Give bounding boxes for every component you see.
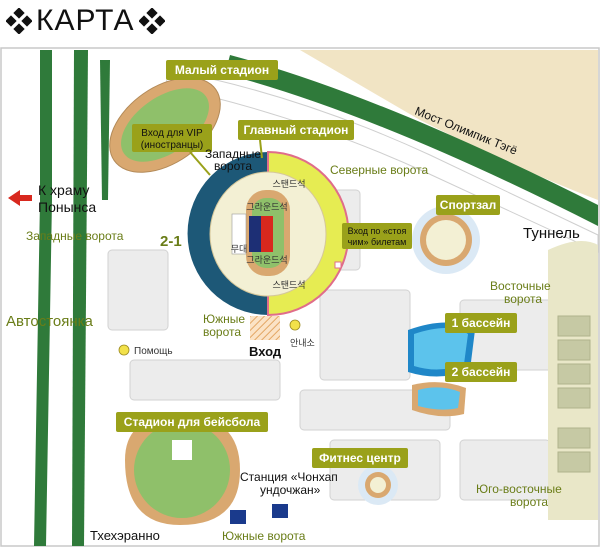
main-stadium[interactable] <box>187 150 350 317</box>
main-stadium-label: Главный стадион <box>244 123 349 137</box>
tunnel-label: Туннель <box>523 225 580 242</box>
main-stadium-pointer <box>259 139 263 159</box>
ground-top-label: 그라운드석 <box>246 202 287 212</box>
pool2-label: 2 бассейн <box>452 365 511 379</box>
fitness-center[interactable] <box>358 465 398 505</box>
pool2-callout <box>445 362 517 382</box>
road-left-3 <box>100 60 110 200</box>
south-gate-stadium-line1: Южные <box>203 312 245 326</box>
standing-entrance-marker <box>334 261 342 269</box>
standing-callout <box>342 223 412 249</box>
building <box>129 359 281 401</box>
pool-2[interactable] <box>412 382 466 417</box>
stand-top-label: 스탠드석 <box>272 179 305 189</box>
building <box>319 289 411 381</box>
baseball-label: Стадион для бейсбола <box>124 415 261 429</box>
pool1-label: 1 бассейн <box>452 316 511 330</box>
south-gate-stadium-line2: ворота <box>203 325 241 339</box>
fitness-label: Фитнес центр <box>319 451 401 465</box>
building <box>459 299 561 371</box>
map-header: КАРТА <box>0 0 600 44</box>
vip-pointer <box>189 151 211 176</box>
west-gate-stadium-line2: ворота <box>214 159 252 173</box>
station-exit-icon <box>230 510 246 524</box>
info-dot-icon[interactable] <box>289 319 301 331</box>
east-blocks <box>557 315 591 473</box>
station-line2: ундочжан» <box>260 483 321 497</box>
west-gate-stadium-line1: Западные <box>205 147 261 161</box>
small-stadium-callout <box>166 60 278 80</box>
gym-callout <box>436 195 500 215</box>
parking-label: Автостоянка <box>6 313 94 330</box>
diamond-icon <box>6 8 32 34</box>
building <box>107 249 169 331</box>
south-gate-bottom-label: Южные ворота <box>222 529 306 543</box>
stage-label: 무대 <box>231 244 248 254</box>
to-temple-line2: Понынса <box>38 199 96 215</box>
baseball-stadium[interactable] <box>125 415 240 525</box>
vip-label-line2: (иностранцы) <box>141 140 203 151</box>
tehyeranno-label: Тхехэранно <box>90 528 160 543</box>
southeast-gate-line2: ворота <box>510 495 548 509</box>
east-gate-line2: ворота <box>504 292 542 306</box>
bridge-road-green <box>225 55 598 226</box>
main-stadium-callout <box>238 120 354 140</box>
southeast-gate-line1: Юго-восточные <box>476 482 562 496</box>
gym[interactable] <box>412 206 480 274</box>
fitness-callout <box>312 448 408 468</box>
west-gate-left-label: Западные ворота <box>26 229 124 243</box>
diamond-icon <box>138 8 165 34</box>
station-exit-icon <box>272 504 288 518</box>
gym-label: Спортзал <box>440 198 496 212</box>
north-gate-label: Северные ворота <box>330 163 429 177</box>
river-area <box>300 50 598 200</box>
small-stadium-label: Малый стадион <box>175 63 269 77</box>
help-label: Помощь <box>134 346 173 357</box>
info-dot-icon[interactable] <box>118 344 130 356</box>
title-wrap: КАРТА <box>6 4 165 38</box>
standing-label-line2: чим» билетам <box>348 237 407 247</box>
pool1-callout <box>445 313 517 333</box>
to-temple-line1: К храму <box>38 182 89 198</box>
entrance-label: Вход <box>249 344 282 359</box>
vip-label-line1: Вход для VIP <box>141 128 203 139</box>
standing-label-line1: Вход по «стоя <box>348 226 407 236</box>
entrance-area[interactable] <box>250 316 280 340</box>
sports-complex-map: Мост Олимпик Тэгё Малый стадион Вход для… <box>0 44 600 547</box>
map-canvas: Мост Олимпик Тэгё Малый стадион Вход для… <box>0 47 600 547</box>
east-gate-line1: Восточные <box>490 279 551 293</box>
road-left-1 <box>34 50 52 546</box>
stand-bottom-label: 스탠드석 <box>272 280 305 290</box>
station-line1: Станция «Чонхап <box>240 470 338 484</box>
red-arrow-icon <box>8 190 32 206</box>
road-left-2 <box>72 50 88 546</box>
baseball-callout <box>116 412 268 432</box>
ground-bottom-label: 그라운드석 <box>246 255 287 265</box>
info-label: 안내소 <box>290 338 315 348</box>
vip-callout <box>132 124 212 152</box>
section-21-label: 2-1 <box>160 233 182 250</box>
page-title: КАРТА <box>36 4 135 37</box>
